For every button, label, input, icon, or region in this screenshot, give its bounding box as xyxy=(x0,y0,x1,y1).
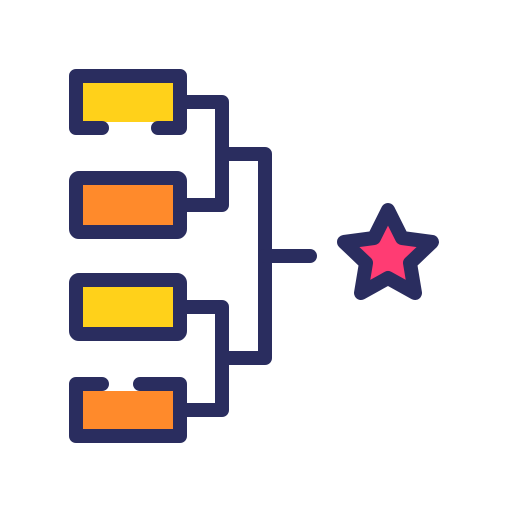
bracket-slot-2 xyxy=(69,171,187,239)
bracket-slot-3 xyxy=(69,273,187,341)
bracket-connectors xyxy=(173,95,317,417)
bracket-slot-1 xyxy=(69,69,187,135)
star-icon xyxy=(337,203,439,300)
bracket-slot-4 xyxy=(69,377,187,443)
